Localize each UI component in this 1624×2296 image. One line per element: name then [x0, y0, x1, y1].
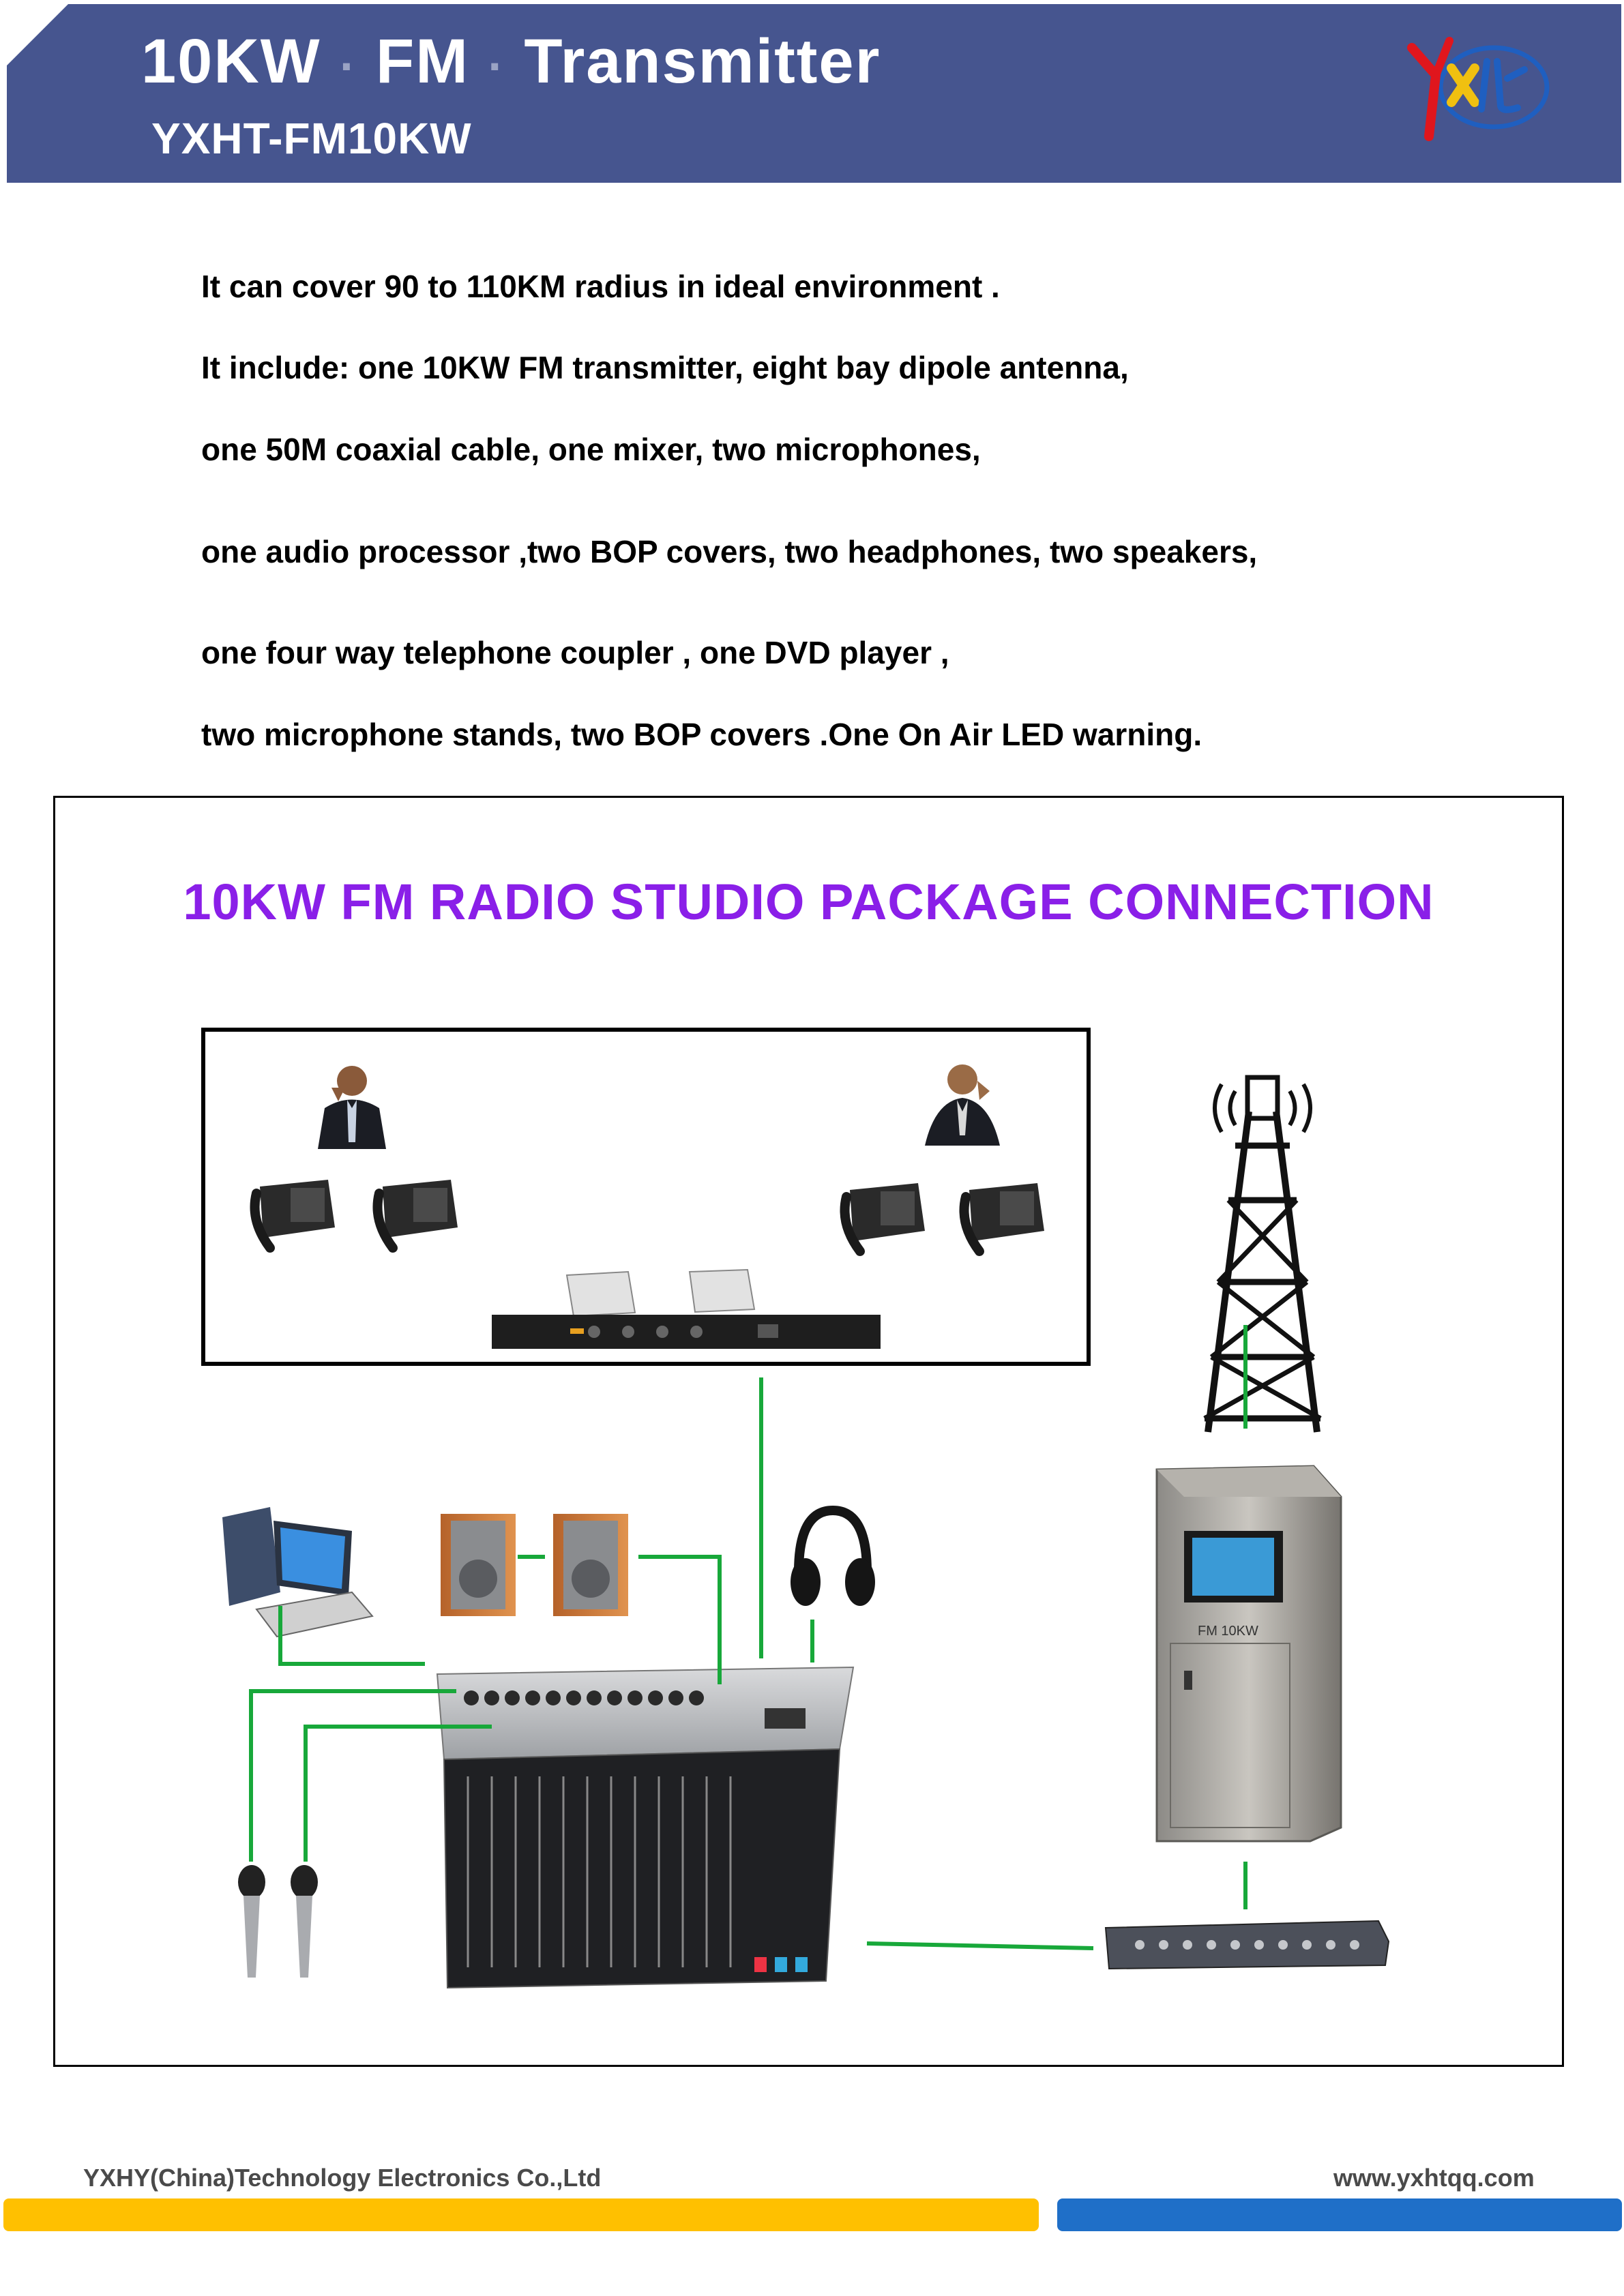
intro-line: two microphone stands, two BOP covers .O…: [201, 717, 1202, 752]
fm-transmitter-cabinet-icon: FM 10KW: [1155, 1465, 1342, 1843]
speaker-icon: [441, 1514, 516, 1616]
header-corner-notch: [7, 4, 68, 65]
diagram-artwork: FM 10KW: [201, 1028, 1390, 1989]
microphone-icon: [238, 1865, 265, 1978]
intro-line: one 50M coaxial cable, one mixer, two mi…: [201, 432, 981, 467]
intro-line: one audio processor ,two BOP covers, two…: [201, 534, 1258, 569]
header-band: [7, 4, 1621, 183]
computer-icon: [222, 1507, 374, 1638]
telephone-icon: [250, 1180, 335, 1253]
transmitter-label: FM 10KW: [1198, 1624, 1258, 1639]
connection-lines: [249, 1325, 1247, 1950]
connection-diagram: 10KW FM RADIO STUDIO PACKAGE CONNECTION: [53, 796, 1564, 2067]
footer-company: YXHY(China)Technology Electronics Co.,Lt…: [83, 2164, 602, 2192]
antenna-tower-icon: [1203, 1075, 1322, 1433]
telephone-icon: [372, 1180, 458, 1253]
footer-yellow-bar: [3, 2198, 1039, 2231]
microphone-icon: [291, 1865, 318, 1978]
title-part-device: Transmitter: [524, 27, 881, 96]
speaker-icon: [553, 1514, 628, 1616]
mixer-icon: [436, 1666, 855, 1989]
yxht-logo: [1407, 37, 1550, 141]
telephone-icon: [959, 1183, 1044, 1256]
title-part-power: 10KW: [141, 27, 321, 96]
telephone-icon: [840, 1183, 925, 1256]
footer-website[interactable]: www.yxhtqq.com: [1333, 2164, 1535, 2192]
intro-line: one four way telephone coupler , one DVD…: [201, 635, 949, 670]
model-number: YXHT-FM10KW: [151, 114, 472, 163]
caller-person-icon: [925, 1064, 1000, 1146]
page-title: 10KW · FM · Transmitter: [141, 26, 881, 98]
footer-blue-bar: [1057, 2198, 1622, 2231]
title-part-band: FM: [376, 27, 469, 96]
telephone-area-box: [201, 1028, 1091, 1366]
audio-processor-icon: [1104, 1920, 1390, 1970]
intro-line: It can cover 90 to 110KM radius in ideal…: [201, 269, 1000, 304]
headphones-icon: [791, 1505, 875, 1606]
title-separator: ·: [488, 40, 505, 93]
diagram-title: 10KW FM RADIO STUDIO PACKAGE CONNECTION: [183, 874, 1434, 930]
caller-person-icon: [318, 1066, 386, 1149]
title-separator: ·: [340, 40, 357, 93]
telephone-coupler-icon: [492, 1268, 881, 1349]
intro-line: It include: one 10KW FM transmitter, eig…: [201, 350, 1129, 385]
